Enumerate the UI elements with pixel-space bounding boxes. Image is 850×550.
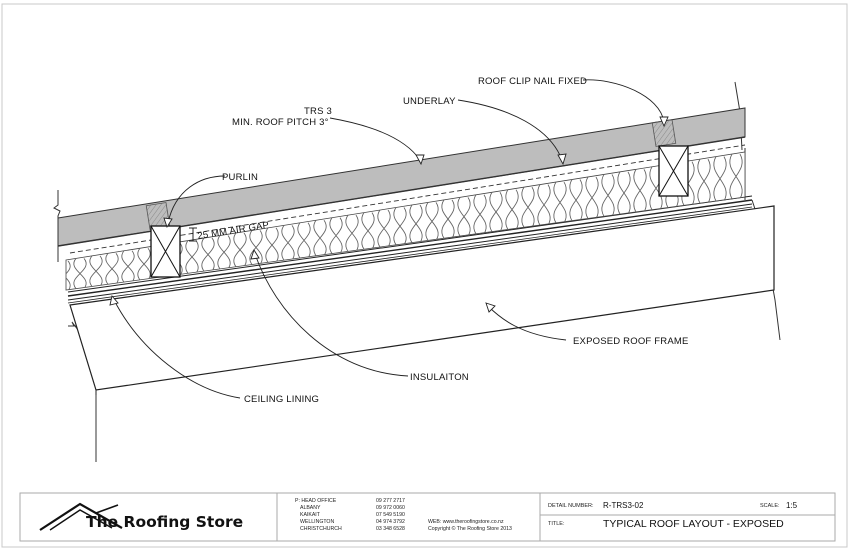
roof-frame-beam <box>69 205 775 395</box>
label-underlay: UNDERLAY <box>403 96 456 107</box>
detail-number: R-TRS3-02 <box>603 501 644 510</box>
office-name: ALBANY <box>300 505 321 511</box>
label-roof-clip: ROOF CLIP NAIL FIXED <box>478 76 587 87</box>
office-phone: 04 974 3792 <box>376 519 405 525</box>
drawing-title: TYPICAL ROOF LAYOUT - EXPOSED <box>603 518 784 530</box>
office-name: CHRISTCHURCH <box>300 526 342 532</box>
office-list: P: HEAD OFFICE 09 277 2717 ALBANY 09 972… <box>295 498 405 532</box>
office-phone: 09 277 2717 <box>376 498 405 504</box>
label-exposed-frame: EXPOSED ROOF FRAME <box>573 336 689 347</box>
office-phone: 03 348 6528 <box>376 526 405 532</box>
office-phone: 09 972 0060 <box>376 505 405 511</box>
title-label: TITLE: <box>548 521 565 527</box>
label-ceiling: CEILING LINING <box>244 394 319 405</box>
purlin-right <box>651 119 689 197</box>
copyright: Copyright © The Roofing Store 2013 <box>428 525 512 532</box>
leader-arrows <box>109 116 669 313</box>
label-min-pitch: MIN. ROOF PITCH 3° <box>232 117 329 128</box>
air-gap-line <box>69 144 746 254</box>
scale-value: 1:5 <box>786 501 798 510</box>
leader-lines <box>113 79 665 399</box>
sheet-border <box>1 3 848 548</box>
office-name: KAIKAIT <box>300 512 321 518</box>
detail-number-label: DETAIL NUMBER: <box>548 503 594 509</box>
label-insulation: INSULAITON <box>410 372 469 383</box>
insulation-layer <box>65 151 746 291</box>
company-name: The Roofing Store <box>86 513 243 531</box>
web-address[interactable]: WEB: www.theroofingstore.co.nz <box>428 519 504 525</box>
label-trs3: TRS 3 <box>304 106 332 117</box>
purlin-left <box>145 202 181 278</box>
air-gap-dimension <box>189 227 197 242</box>
office-name: WELLINGTON <box>300 519 334 525</box>
title-block <box>19 492 836 542</box>
scale-label: SCALE: <box>760 503 780 509</box>
company-logo <box>39 502 123 531</box>
office-phone: 07 549 5190 <box>376 512 405 518</box>
office-name: P: HEAD OFFICE <box>295 498 337 504</box>
label-purlin: PURLIN <box>222 172 258 183</box>
